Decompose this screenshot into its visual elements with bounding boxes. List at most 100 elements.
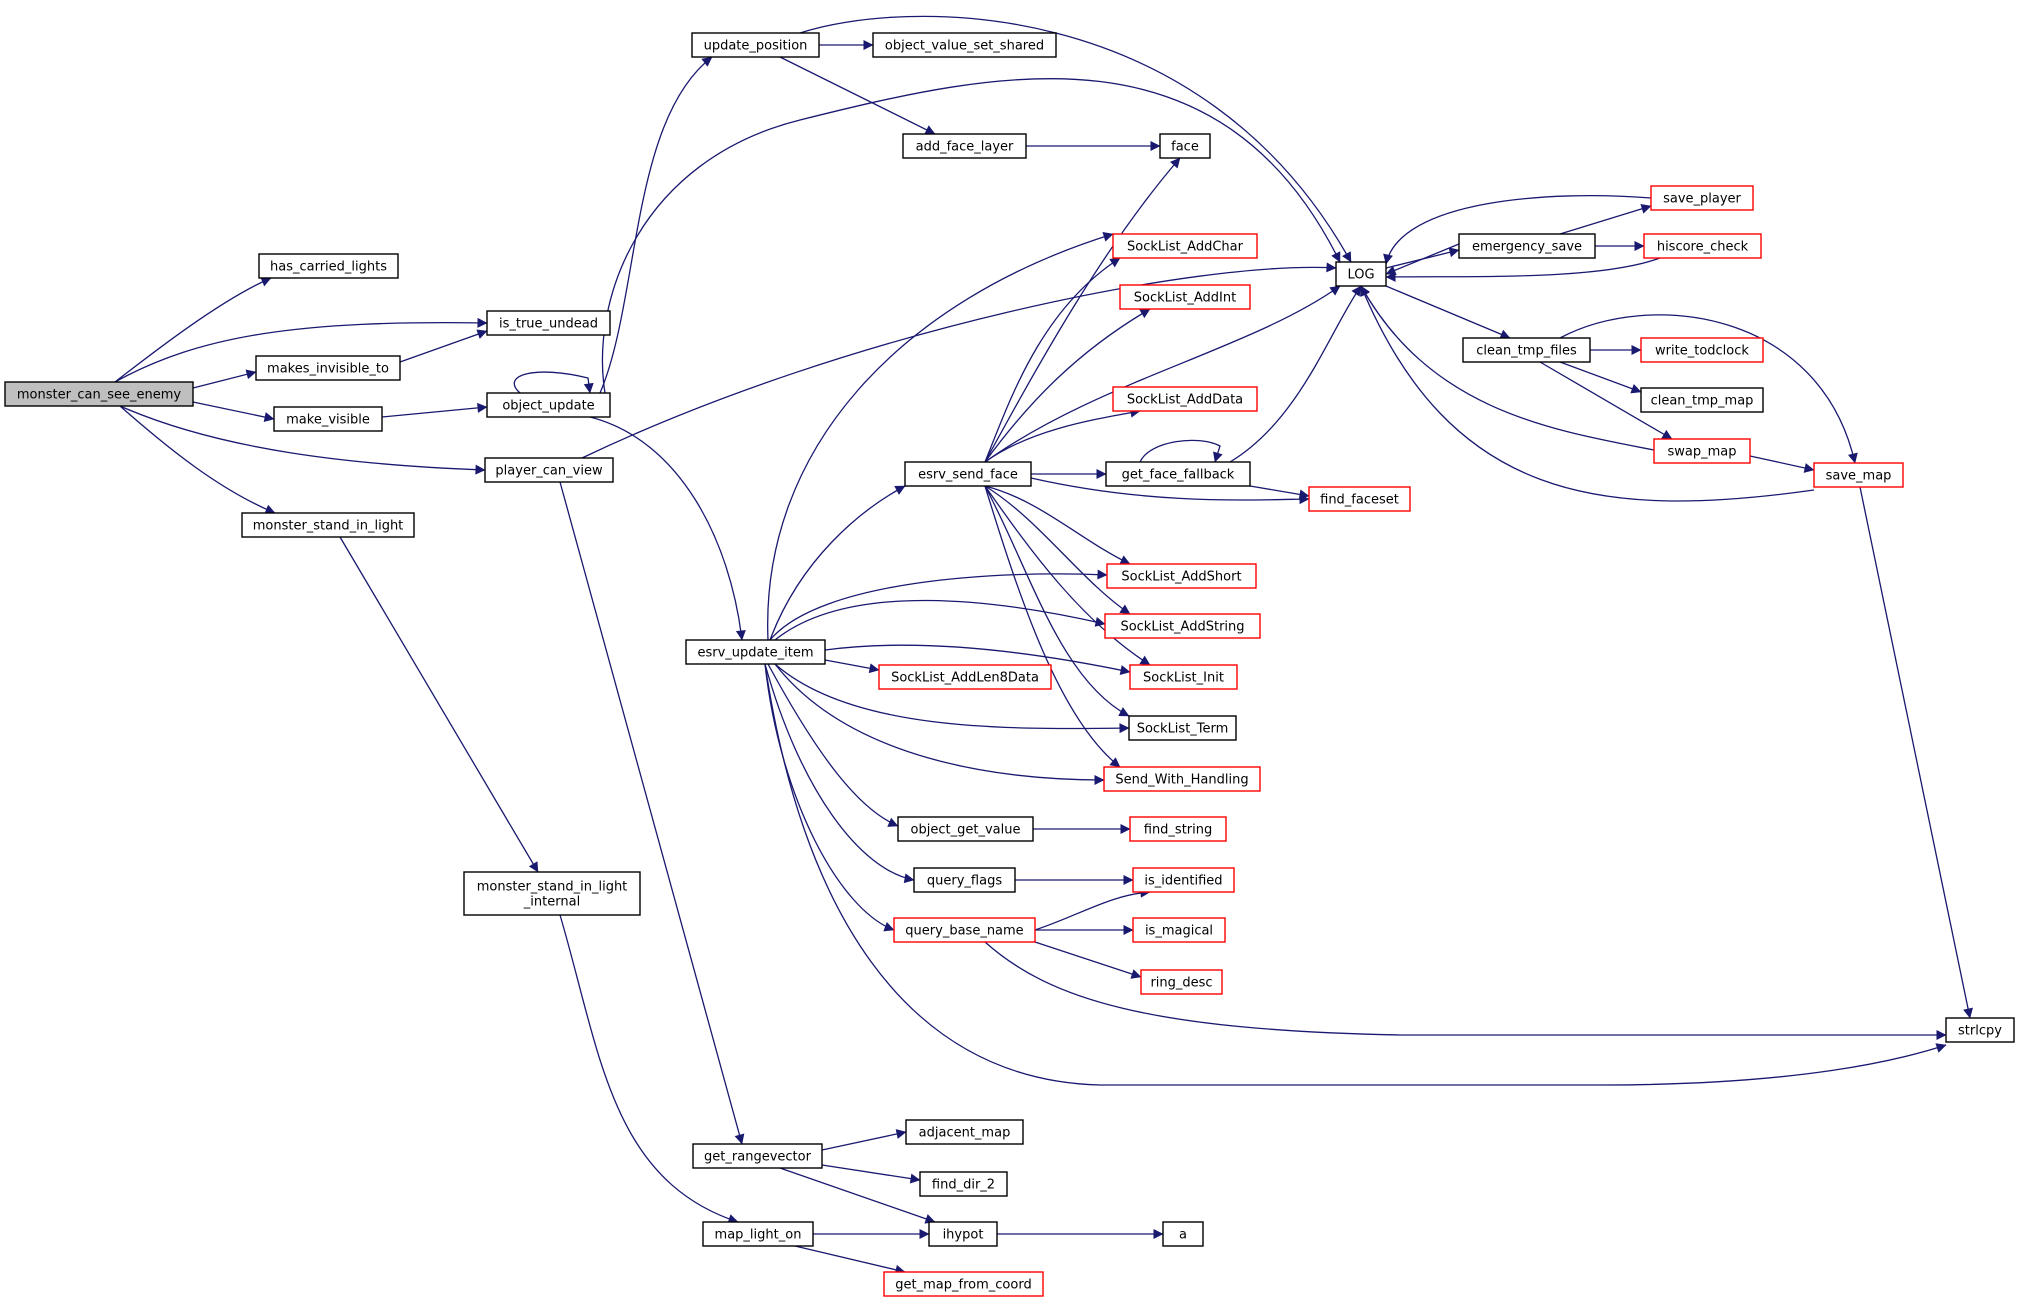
node-box[interactable] xyxy=(1128,715,1237,741)
node-box[interactable] xyxy=(1129,664,1238,690)
node-box[interactable] xyxy=(872,32,1057,58)
function-node-SockList_AddChar[interactable]: SockList_AddChar xyxy=(1112,233,1258,259)
function-node-swap_map[interactable]: swap_map xyxy=(1653,438,1751,464)
function-node-is_true_undead[interactable]: is_true_undead xyxy=(486,310,611,336)
function-node-find_dir_2[interactable]: find_dir_2 xyxy=(919,1171,1008,1197)
function-node-SockList_AddLen8Data[interactable]: SockList_AddLen8Data xyxy=(878,664,1052,690)
function-node-SockList_AddShort[interactable]: SockList_AddShort xyxy=(1106,563,1257,589)
function-node-query_flags[interactable]: query_flags xyxy=(913,867,1016,893)
function-node-is_identified[interactable]: is_identified xyxy=(1132,867,1235,893)
node-box[interactable] xyxy=(1640,387,1764,413)
function-node-map_light_on[interactable]: map_light_on xyxy=(702,1221,814,1247)
node-box[interactable] xyxy=(1462,337,1591,363)
node-box[interactable] xyxy=(4,381,194,407)
node-box[interactable] xyxy=(241,512,415,538)
function-node-has_carried_lights[interactable]: has_carried_lights xyxy=(258,253,399,279)
function-node-find_faceset[interactable]: find_faceset xyxy=(1308,486,1411,512)
node-box[interactable] xyxy=(1132,867,1235,893)
function-node-monster_stand_in_light[interactable]: monster_stand_in_light xyxy=(241,512,415,538)
node-box[interactable] xyxy=(692,1143,823,1169)
node-box[interactable] xyxy=(905,1119,1024,1145)
function-node-SockList_AddData[interactable]: SockList_AddData xyxy=(1112,386,1258,412)
function-node-ring_desc[interactable]: ring_desc xyxy=(1140,969,1223,995)
node-box[interactable] xyxy=(484,457,614,483)
node-box[interactable] xyxy=(486,392,611,418)
node-box[interactable] xyxy=(685,639,826,665)
function-node-clean_tmp_map[interactable]: clean_tmp_map xyxy=(1640,387,1764,413)
function-node-emergency_save[interactable]: emergency_save xyxy=(1458,233,1596,259)
function-node-Send_With_Handling[interactable]: Send_With_Handling xyxy=(1103,766,1261,792)
function-node-find_string[interactable]: find_string xyxy=(1129,816,1227,842)
function-node-hiscore_check[interactable]: hiscore_check xyxy=(1643,233,1762,259)
node-box[interactable] xyxy=(1106,563,1257,589)
function-node-get_face_fallback[interactable]: get_face_fallback xyxy=(1105,461,1251,487)
node-box[interactable] xyxy=(1643,233,1762,259)
node-box[interactable] xyxy=(1308,486,1411,512)
node-box[interactable] xyxy=(258,253,399,279)
node-box[interactable] xyxy=(1140,969,1223,995)
function-node-query_base_name[interactable]: query_base_name xyxy=(893,917,1036,943)
function-node-SockList_Term[interactable]: SockList_Term xyxy=(1128,715,1237,741)
node-box[interactable] xyxy=(1335,261,1387,287)
node-box[interactable] xyxy=(893,917,1036,943)
function-node-object_get_value[interactable]: object_get_value xyxy=(897,816,1034,842)
node-box[interactable] xyxy=(902,133,1027,159)
node-box[interactable] xyxy=(1112,233,1258,259)
node-box[interactable] xyxy=(463,871,641,916)
function-node-SockList_AddString[interactable]: SockList_AddString xyxy=(1104,613,1261,639)
function-node-update_position[interactable]: update_position xyxy=(691,32,820,58)
node-box[interactable] xyxy=(255,355,401,381)
node-box[interactable] xyxy=(1112,386,1258,412)
function-node-SockList_Init[interactable]: SockList_Init xyxy=(1129,664,1238,690)
function-node-esrv_update_item[interactable]: esrv_update_item xyxy=(685,639,826,665)
function-node-get_rangevector[interactable]: get_rangevector xyxy=(692,1143,823,1169)
function-node-a[interactable]: a xyxy=(1162,1221,1204,1247)
function-node-get_map_from_coord[interactable]: get_map_from_coord xyxy=(883,1271,1044,1297)
function-node-strlcpy[interactable]: strlcpy xyxy=(1945,1017,2015,1043)
node-box[interactable] xyxy=(1813,462,1904,488)
function-node-monster_can_see_enemy[interactable]: monster_can_see_enemy xyxy=(4,381,194,407)
node-box[interactable] xyxy=(273,406,383,432)
node-box[interactable] xyxy=(913,867,1016,893)
node-box[interactable] xyxy=(1104,613,1261,639)
function-node-is_magical[interactable]: is_magical xyxy=(1132,917,1226,943)
function-node-clean_tmp_files[interactable]: clean_tmp_files xyxy=(1462,337,1591,363)
node-box[interactable] xyxy=(928,1221,998,1247)
node-box[interactable] xyxy=(1650,185,1754,211)
node-box[interactable] xyxy=(1119,284,1251,310)
function-node-add_face_layer[interactable]: add_face_layer xyxy=(902,133,1027,159)
function-node-object_value_set_shared[interactable]: object_value_set_shared xyxy=(872,32,1057,58)
node-box[interactable] xyxy=(702,1221,814,1247)
node-box[interactable] xyxy=(1458,233,1596,259)
function-node-LOG[interactable]: LOG xyxy=(1335,261,1387,287)
node-box[interactable] xyxy=(904,461,1032,487)
node-box[interactable] xyxy=(919,1171,1008,1197)
node-box[interactable] xyxy=(486,310,611,336)
function-node-esrv_send_face[interactable]: esrv_send_face xyxy=(904,461,1032,487)
node-box[interactable] xyxy=(1103,766,1261,792)
node-box[interactable] xyxy=(1129,816,1227,842)
function-node-write_todclock[interactable]: write_todclock xyxy=(1640,337,1764,363)
function-node-SockList_AddInt[interactable]: SockList_AddInt xyxy=(1119,284,1251,310)
function-node-ihypot[interactable]: ihypot xyxy=(928,1221,998,1247)
node-box[interactable] xyxy=(1162,1221,1204,1247)
node-box[interactable] xyxy=(1159,133,1211,159)
node-box[interactable] xyxy=(691,32,820,58)
function-node-save_map[interactable]: save_map xyxy=(1813,462,1904,488)
function-node-face[interactable]: face xyxy=(1159,133,1211,159)
function-node-makes_invisible_to[interactable]: makes_invisible_to xyxy=(255,355,401,381)
node-box[interactable] xyxy=(1132,917,1226,943)
node-box[interactable] xyxy=(1653,438,1751,464)
function-node-object_update[interactable]: object_update xyxy=(486,392,611,418)
node-box[interactable] xyxy=(897,816,1034,842)
function-node-adjacent_map[interactable]: adjacent_map xyxy=(905,1119,1024,1145)
node-box[interactable] xyxy=(883,1271,1044,1297)
node-box[interactable] xyxy=(1105,461,1251,487)
function-node-player_can_view[interactable]: player_can_view xyxy=(484,457,614,483)
function-node-save_player[interactable]: save_player xyxy=(1650,185,1754,211)
node-box[interactable] xyxy=(1640,337,1764,363)
function-node-monster_stand_in_light_internal[interactable]: monster_stand_in_light_internal xyxy=(463,871,641,916)
node-box[interactable] xyxy=(1945,1017,2015,1043)
node-box[interactable] xyxy=(878,664,1052,690)
function-node-make_visible[interactable]: make_visible xyxy=(273,406,383,432)
